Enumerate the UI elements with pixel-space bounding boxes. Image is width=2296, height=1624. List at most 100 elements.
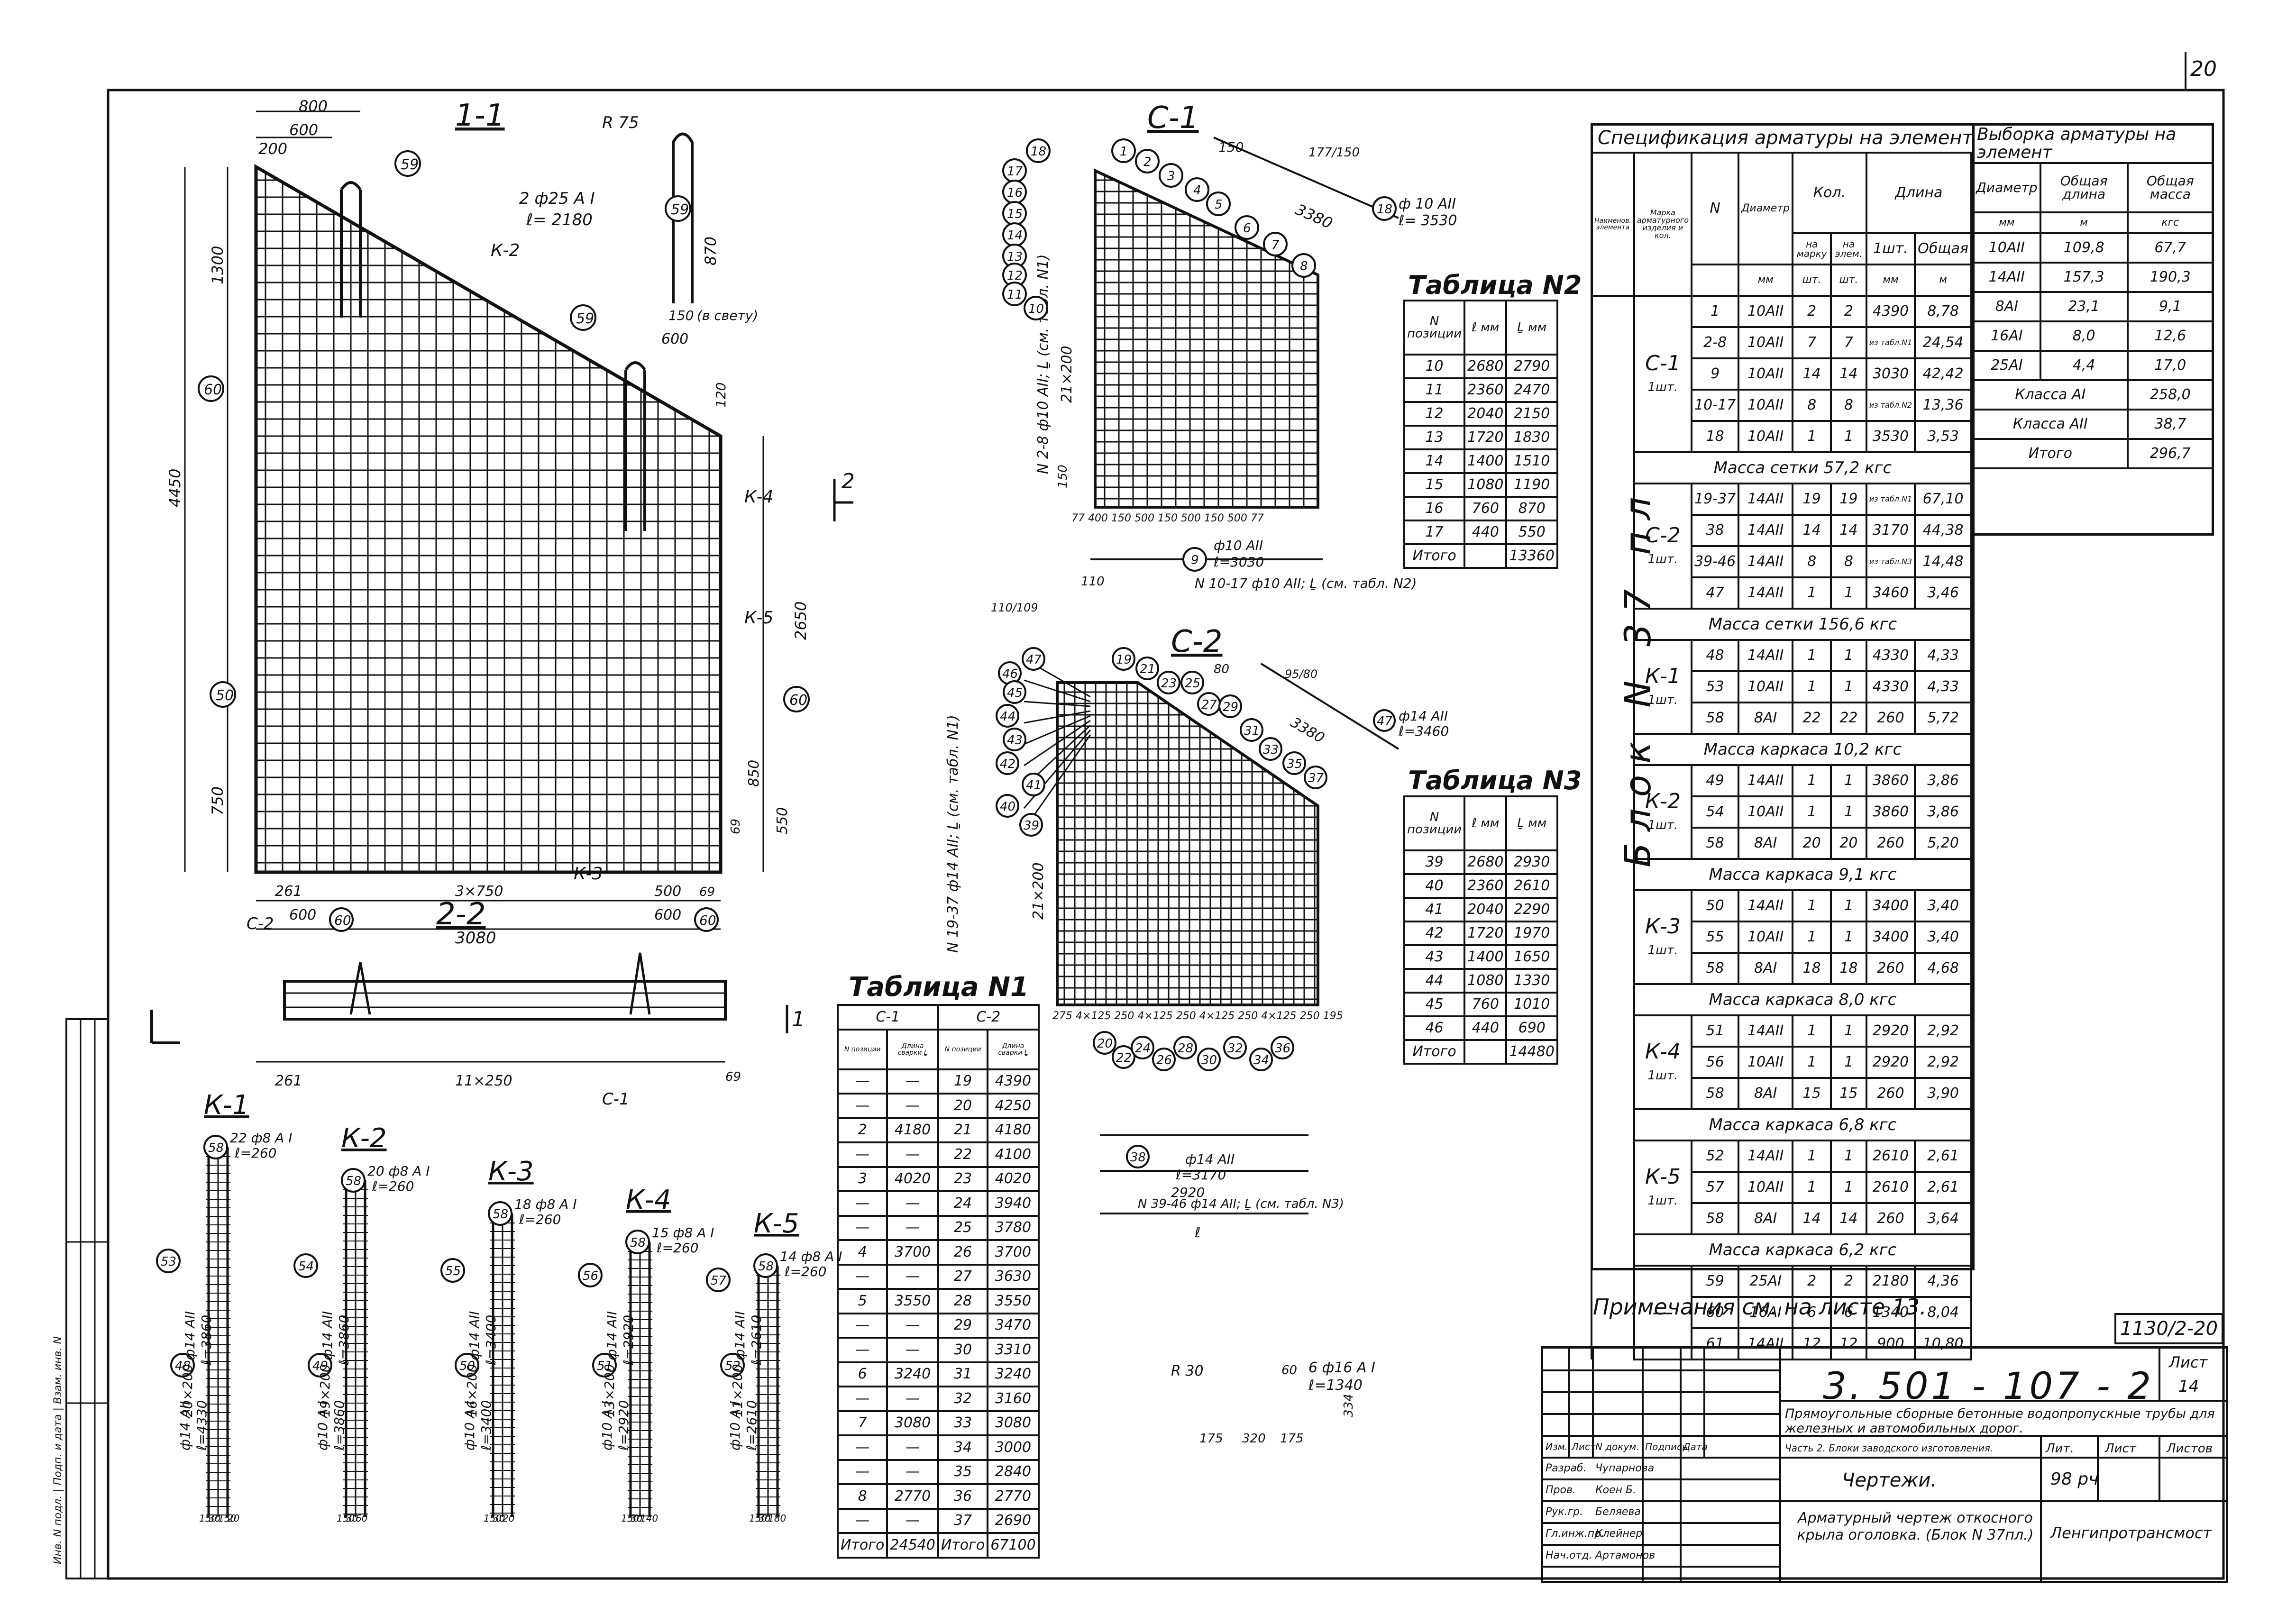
spec-cell: 2,92 — [1914, 1046, 1972, 1079]
t1-cell: 33 — [937, 1410, 989, 1436]
spec-cell: 2 — [1792, 295, 1832, 328]
sel-unit: кгс — [2126, 211, 2214, 234]
c1-bar9-length: ℓ=3030 — [1213, 554, 1264, 570]
cage-bar2-len-5: ℓ=2610 — [744, 1400, 759, 1451]
c2-callout-47b-circle — [1373, 709, 1396, 732]
c1-callout-17: 17 — [1007, 164, 1023, 179]
t1-cell: 6 — [836, 1361, 888, 1387]
table2-cell: 16 — [1403, 496, 1466, 521]
table3-cell: 1970 — [1505, 921, 1558, 946]
spec-cell: 4,36 — [1914, 1265, 1972, 1298]
table3-cell — [1464, 1039, 1508, 1065]
t1-cell: — — [886, 1386, 939, 1412]
t1-cell: 4100 — [987, 1141, 1040, 1168]
c2-callout-29-circle — [1218, 694, 1242, 718]
t1-sub: N позиции — [937, 1028, 989, 1070]
table3-head: ℓ мм — [1464, 795, 1508, 851]
spec-cell: 1 — [1830, 795, 1867, 829]
cage-top-callout-3: 58 — [493, 1207, 508, 1222]
t1-cell: — — [836, 1141, 888, 1168]
spec-cell: 3,90 — [1914, 1077, 1972, 1110]
spec-cell: 3,40 — [1914, 921, 1972, 954]
c2-callout-32: 32 — [1227, 1041, 1243, 1056]
spec-cell: 2 — [1830, 295, 1867, 328]
c2-callout-29: 29 — [1223, 700, 1238, 714]
c2-callout-45: 45 — [1007, 686, 1023, 700]
c2-callout-19: 19 — [1116, 653, 1132, 667]
tb-person: Беляева — [1595, 1506, 1641, 1518]
dim-600d: 600 — [654, 907, 681, 923]
bend-60-callout: 60 — [1281, 1363, 1298, 1378]
callout-59: 59 — [576, 310, 594, 327]
t1-cell: — — [886, 1141, 939, 1168]
c2-80: 80 — [1214, 662, 1229, 676]
c1-callout-15: 15 — [1007, 207, 1023, 221]
spec-cell: 1 — [1830, 420, 1867, 453]
spec-cell: 2-8 — [1691, 326, 1740, 359]
t1-sub: Длина сварки Ḻ — [886, 1028, 939, 1070]
t1-cell: — — [836, 1093, 888, 1119]
c1-callout-11-circle — [1002, 282, 1027, 306]
spec-cell: 19 — [1792, 483, 1832, 516]
spec-cell: 14 — [1830, 357, 1867, 391]
spec-cell: 1 — [1792, 639, 1832, 672]
c2-vertical-label: N 19-37 ф14 AII; Ḻ (см. табл. N1) — [945, 715, 961, 953]
sel-cell: 9,1 — [2126, 291, 2214, 322]
spec-cell: 14 — [1792, 1202, 1832, 1235]
table2-cell: 1720 — [1464, 425, 1508, 450]
t1-cell: — — [836, 1263, 888, 1290]
t1-cell: 34 — [937, 1434, 989, 1461]
sel-total-label: Итого — [1972, 438, 2129, 469]
t1-cell: 35 — [937, 1459, 989, 1485]
cage-bar3-3: ф14 AII — [467, 1311, 482, 1360]
spec-cell: 1 — [1830, 921, 1867, 954]
sel-cell: 190,3 — [2126, 262, 2214, 293]
tb-head: Изм. — [1546, 1441, 1568, 1452]
c1-callout-3: 3 — [1167, 169, 1175, 183]
c2-callout-21-circle — [1135, 657, 1159, 680]
subject: Арматурный чертеж откосного крыла оголов… — [1797, 1510, 2034, 1543]
spec-cell: 14AII — [1738, 1327, 1794, 1360]
cage-bar-5: 14 ф8 A I — [780, 1249, 842, 1264]
cage-pitch-1: 20×200 — [180, 1364, 195, 1417]
c2-callout-36-circle — [1271, 1036, 1294, 1059]
t1-cell: 32 — [937, 1386, 989, 1412]
spec-cell: 8 — [1792, 545, 1832, 578]
cage-side2-callout-1: 48 — [175, 1359, 191, 1373]
spec-cell: 3030 — [1865, 357, 1916, 391]
spec-cell: 53 — [1691, 670, 1740, 703]
c1-callout-18-circle — [1372, 196, 1397, 221]
t1-cell: 3080 — [886, 1410, 939, 1436]
table3-cell: 760 — [1464, 992, 1508, 1017]
c2-slope: 95/80 — [1285, 667, 1317, 681]
c1-dim-150: 150 — [1056, 465, 1070, 488]
spec-cell: 3,53 — [1914, 420, 1972, 453]
sel-unit: м — [2039, 211, 2129, 234]
t1-cell: 4390 — [987, 1068, 1040, 1095]
cage-bar3-len-3: ℓ=3400 — [483, 1315, 499, 1366]
spec-cell: 14AII — [1738, 545, 1794, 578]
t1-cell: — — [836, 1068, 888, 1095]
spec-cell: 2180 — [1865, 1265, 1916, 1298]
dim-69-22: 69 — [725, 1070, 741, 1084]
spec-cell: 8,04 — [1914, 1296, 1972, 1329]
callout-59: 59 — [671, 201, 689, 218]
spec-cell: 1 — [1792, 420, 1832, 453]
dim-500: 500 — [654, 883, 681, 900]
cage-side-callout-1-circle — [156, 1249, 181, 1273]
dim-1300: 1300 — [209, 246, 227, 284]
t1-cell: — — [836, 1434, 888, 1461]
sel-cell: 157,3 — [2039, 262, 2129, 293]
c2-callout-23-circle — [1157, 671, 1180, 694]
spec-cell: 3,46 — [1914, 576, 1972, 610]
c2-callout-35-circle — [1282, 751, 1306, 775]
block-label: Блок N 37 пл — [1617, 485, 1659, 867]
cage-bar3-1: ф14 AII — [182, 1311, 198, 1360]
sel-head: Диаметр — [1972, 162, 2041, 213]
c1-callout-2-circle — [1135, 149, 1160, 173]
cage-top-callout-4-circle — [625, 1230, 650, 1254]
table2-cell: 2790 — [1505, 354, 1558, 379]
